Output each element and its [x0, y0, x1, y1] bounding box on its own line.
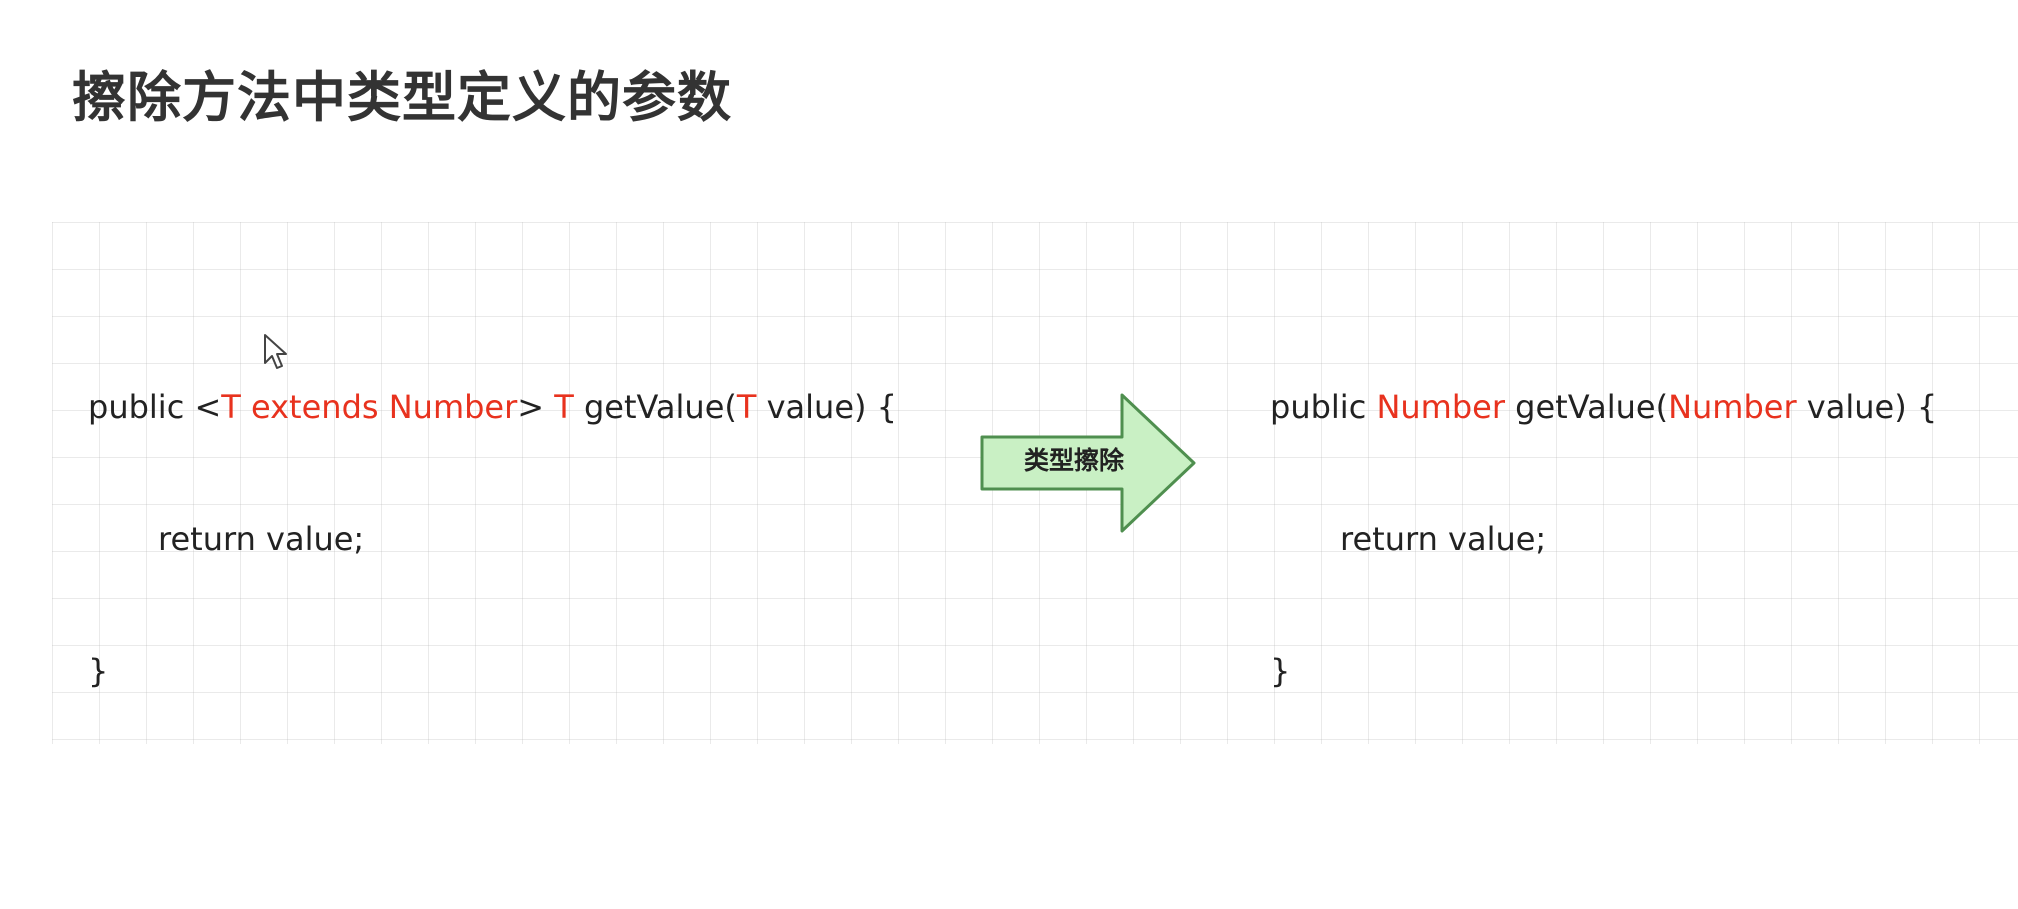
- page-title: 擦除方法中类型定义的参数: [72, 66, 732, 129]
- code-after-erasure: public Number getValue(Number value) { r…: [1270, 297, 1937, 737]
- code-token-highlight: T: [554, 388, 574, 426]
- code-token: }: [1270, 652, 1291, 690]
- code-token: }: [88, 652, 109, 690]
- code-line: public <T extends Number> T getValue(T v…: [88, 385, 897, 429]
- code-before-erasure: public <T extends Number> T getValue(T v…: [88, 297, 897, 737]
- code-token-highlight: T: [736, 388, 757, 426]
- code-token-highlight: T extends Number: [221, 388, 518, 426]
- code-line: public Number getValue(Number value) {: [1270, 385, 1937, 429]
- code-line: return value;: [1270, 517, 1937, 561]
- code-token: return value;: [158, 520, 365, 558]
- code-token: getValue(: [1505, 388, 1669, 426]
- right-arrow-icon: [980, 393, 1196, 533]
- code-token-highlight: Number: [1668, 388, 1797, 426]
- arrow-label: 类型擦除: [1023, 446, 1124, 475]
- code-line: return value;: [88, 517, 897, 561]
- code-token: value) {: [756, 388, 898, 426]
- code-token: return value;: [1340, 520, 1547, 558]
- code-token: >: [517, 388, 555, 426]
- code-token-highlight: Number: [1376, 388, 1505, 426]
- code-token: public <: [88, 388, 222, 426]
- code-line: }: [1270, 649, 1937, 693]
- code-token: getValue(: [573, 388, 737, 426]
- code-line: }: [88, 649, 897, 693]
- code-token: public: [1270, 388, 1377, 426]
- mouse-pointer-icon: [264, 334, 287, 369]
- code-token: value) {: [1796, 388, 1938, 426]
